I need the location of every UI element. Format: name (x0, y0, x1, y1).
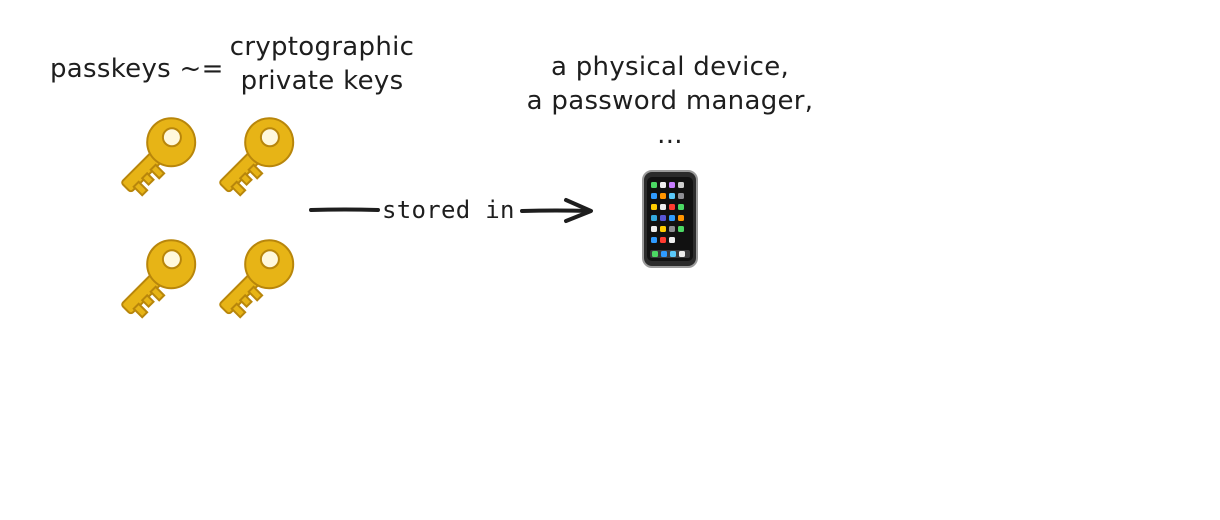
arrow-line-left (309, 207, 380, 212)
key-icon (200, 232, 300, 332)
storage-label-line1: a physical device, (550, 52, 790, 82)
private-keys-label-line1: cryptographic (229, 32, 415, 62)
private-keys-label-line2: private keys (240, 66, 404, 96)
key-icon (200, 110, 300, 210)
smartphone-icon (642, 170, 698, 268)
storage-label-line3: ... (657, 120, 683, 150)
key-icon (102, 232, 202, 332)
private-keys-label: cryptographic private keys (222, 30, 422, 98)
arrow-label: stored in (382, 196, 515, 224)
key-icon (102, 110, 202, 210)
arrow-line-right (520, 208, 592, 213)
storage-label-line2: a password manager, (526, 86, 814, 116)
passkeys-label: passkeys ~= (50, 54, 224, 84)
arrow-head (564, 198, 593, 223)
storage-label: a physical device, a password manager, .… (520, 50, 820, 152)
